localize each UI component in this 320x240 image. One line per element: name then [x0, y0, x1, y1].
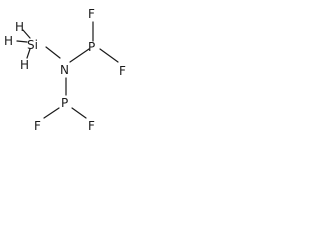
atom-h1: H — [15, 20, 24, 34]
atom-h3: H — [20, 58, 29, 72]
molecule-structure: H H H Si N P P F F F F — [4, 7, 126, 133]
bond-n-ptop — [69, 48, 90, 63]
bond-ptop-ftopright — [99, 48, 119, 63]
atom-f-bottom-right: F — [88, 119, 95, 133]
bond-pbottom-fbottomleft — [43, 107, 60, 119]
atom-n: N — [60, 63, 69, 77]
atom-h2: H — [4, 34, 13, 48]
bond-si-n — [45, 46, 61, 59]
atom-f-bottom-left: F — [34, 119, 41, 133]
bond-h1-si — [22, 29, 31, 39]
atom-f-top-left: F — [88, 7, 95, 21]
bond-pbottom-fbottomright — [71, 107, 87, 119]
molecule-diagram: H H H Si N P P F F F F — [0, 0, 140, 136]
atom-p-bottom: P — [61, 96, 68, 110]
atom-si: Si — [27, 38, 38, 52]
atom-p-top: P — [88, 40, 95, 54]
bond-h3-si — [26, 48, 31, 59]
bond-h2-si — [16, 40, 28, 43]
atom-f-top-right: F — [119, 64, 126, 78]
